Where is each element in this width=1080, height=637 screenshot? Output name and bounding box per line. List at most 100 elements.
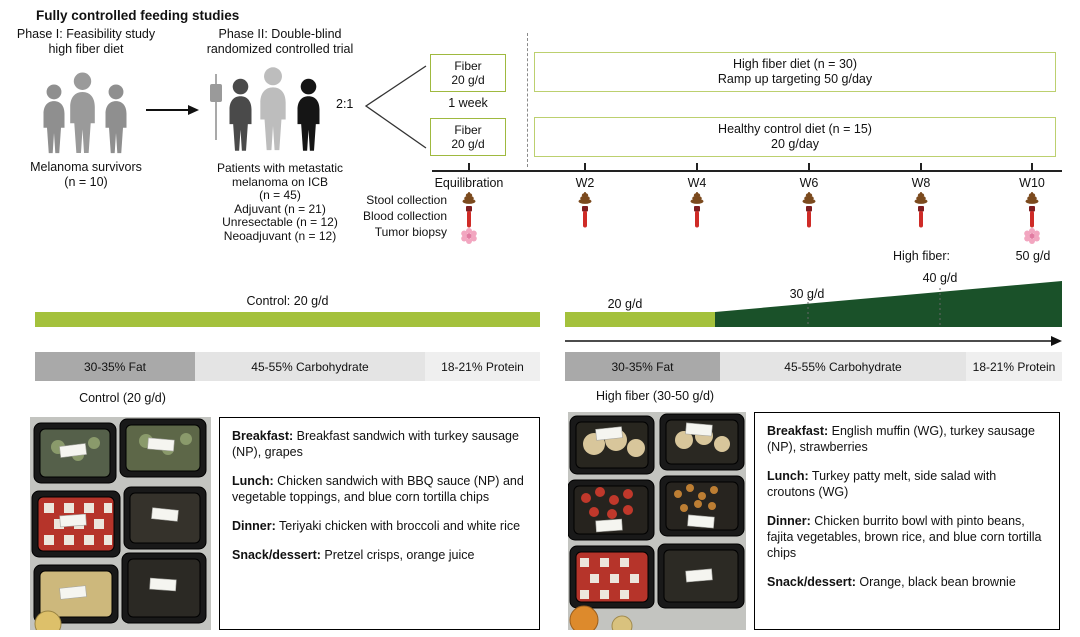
timeline-label-w2: W2	[575, 176, 595, 190]
phase2-cohort-label: Patients with metastatic melanoma on ICB…	[216, 161, 344, 243]
ramp-time-arrow-icon	[565, 336, 1062, 346]
phase1-label: Phase I: Feasibility study high fiber di…	[16, 27, 156, 56]
carb-segment: 45-55% Carbohydrate	[720, 352, 966, 381]
person-icon	[224, 78, 257, 152]
high-fiber-menu-box: Breakfast: English muffin (WG), turkey s…	[754, 412, 1060, 630]
meal-desc: Turkey patty melt, side salad with crout…	[767, 469, 997, 499]
person-icon	[254, 66, 292, 152]
figure-title: Fully controlled feeding studies	[36, 8, 240, 23]
meal-name: Dinner:	[767, 514, 811, 528]
runin-duration-label: 1 week	[448, 96, 488, 110]
stool-icon	[690, 192, 704, 204]
meal-desc: Teriyaki chicken with broccoli and white…	[279, 519, 521, 533]
phase2-cohort-icons	[208, 60, 343, 160]
control-meal-label: Control (20 g/d)	[79, 391, 166, 405]
high-fiber-meal-label: High fiber (30-50 g/d)	[595, 389, 715, 403]
timeline-tick	[920, 163, 922, 170]
fiber-box-line2: 20 g/d	[451, 137, 485, 151]
tumor-biopsy-icon	[461, 228, 477, 244]
meal-name: Snack/dessert:	[767, 575, 856, 589]
randomization-ratio: 2:1	[336, 97, 354, 111]
meal-name: Breakfast:	[767, 424, 829, 438]
timeline-label-w6: W6	[799, 176, 819, 190]
control-macro-bar: 30-35% Fat 45-55% Carbohydrate 18-21% Pr…	[35, 352, 540, 381]
ramp-20-label: 20 g/d	[607, 297, 643, 311]
stool-icon	[802, 192, 816, 204]
menu-item-lunch: Lunch: Chicken sandwich with BBQ sauce (…	[232, 473, 527, 505]
meal-name: Breakfast:	[232, 429, 294, 443]
blood-vial-icon	[917, 206, 925, 228]
phase1-cohort-icons	[38, 68, 148, 158]
menu-item-breakfast: Breakfast: Breakfast sandwich with turke…	[232, 428, 527, 460]
control-meal-photo	[30, 417, 211, 630]
menu-item-dinner: Dinner: Chicken burrito bowl with pinto …	[767, 513, 1047, 561]
control-dose-label: Control: 20 g/d	[246, 294, 329, 308]
timeline-tick	[468, 163, 470, 170]
stool-icon	[1025, 192, 1039, 204]
stool-collection-label: Stool collection	[366, 193, 447, 207]
person-icon	[64, 72, 101, 154]
timeline-axis	[432, 170, 1062, 172]
stool-icon	[462, 192, 476, 204]
timeline-tick	[1031, 163, 1033, 170]
phase-arrow-icon	[146, 105, 199, 115]
meal-name: Dinner:	[232, 519, 276, 533]
menu-item-lunch: Lunch: Turkey patty melt, side salad wit…	[767, 468, 1047, 500]
timeline-label-w8: W8	[911, 176, 931, 190]
timeline-tick	[584, 163, 586, 170]
fiber-box-line1: Fiber	[454, 123, 482, 137]
fiber-ramp-shape	[565, 281, 1062, 327]
high-fiber-meal-photo	[568, 412, 746, 630]
phase1-cohort-label: Melanoma survivors (n = 10)	[30, 160, 142, 189]
carb-segment: 45-55% Carbohydrate	[195, 352, 425, 381]
meal-desc: Chicken sandwich with BBQ sauce (NP) and…	[232, 474, 524, 504]
timeline-tick	[696, 163, 698, 170]
blood-vial-icon	[581, 206, 589, 228]
protein-segment: 18-21% Protein	[425, 352, 540, 381]
ramp-40-label: 40 g/d	[922, 271, 958, 285]
meal-desc: Chicken burrito bowl with pinto beans, f…	[767, 514, 1042, 560]
stool-icon	[914, 192, 928, 204]
meal-desc: Orange, black bean brownie	[859, 575, 1016, 589]
meal-desc: Breakfast sandwich with turkey sausage (…	[232, 429, 519, 459]
meal-desc: English muffin (WG), turkey sausage (NP)…	[767, 424, 1035, 454]
timeline-label-equilibration: Equilibration	[434, 176, 504, 190]
randomization-divider	[527, 33, 528, 167]
blood-vial-icon	[693, 206, 701, 228]
menu-item-snack: Snack/dessert: Orange, black bean browni…	[767, 574, 1047, 590]
blood-vial-icon	[1028, 206, 1036, 228]
high-fiber-ramp-title: High fiber:	[893, 249, 950, 263]
blood-vial-icon	[805, 206, 813, 228]
meal-name: Snack/dessert:	[232, 548, 321, 562]
stool-icon	[578, 192, 592, 204]
protein-segment: 18-21% Protein	[966, 352, 1062, 381]
blood-vial-icon	[465, 206, 473, 228]
fiber-box-line1: Fiber	[454, 59, 482, 73]
high-fiber-macro-bar: 30-35% Fat 45-55% Carbohydrate 18-21% Pr…	[565, 352, 1062, 381]
timeline-label-w4: W4	[687, 176, 707, 190]
randomization-split-lines	[364, 65, 427, 149]
timeline-tick	[808, 163, 810, 170]
menu-item-snack: Snack/dessert: Pretzel crisps, orange ju…	[232, 547, 527, 563]
fiber-runin-box-bottom: Fiber 20 g/d	[430, 118, 506, 156]
menu-item-dinner: Dinner: Teriyaki chicken with broccoli a…	[232, 518, 527, 534]
fat-segment: 30-35% Fat	[565, 352, 720, 381]
ramp-30-label: 30 g/d	[789, 287, 825, 301]
high-fiber-arm-box: High fiber diet (n = 30) Ramp up targeti…	[534, 52, 1056, 92]
blood-collection-label: Blood collection	[362, 209, 447, 223]
person-icon	[100, 84, 132, 154]
fiber-box-line2: 20 g/d	[451, 73, 485, 87]
meal-desc: Pretzel crisps, orange juice	[324, 548, 475, 562]
timeline-label-w10: W10	[1019, 176, 1045, 190]
fat-segment: 30-35% Fat	[35, 352, 195, 381]
person-icon	[292, 78, 325, 152]
control-menu-box: Breakfast: Breakfast sandwich with turke…	[219, 417, 540, 630]
meal-name: Lunch:	[767, 469, 809, 483]
ramp-50-label: 50 g/d	[1015, 249, 1051, 263]
iv-pump-icon	[210, 74, 222, 140]
fiber-runin-box-top: Fiber 20 g/d	[430, 54, 506, 92]
control-dose-bar	[35, 312, 540, 327]
control-arm-box: Healthy control diet (n = 15) 20 g/day	[534, 117, 1056, 157]
phase2-label: Phase II: Double-blind randomized contro…	[206, 27, 354, 56]
